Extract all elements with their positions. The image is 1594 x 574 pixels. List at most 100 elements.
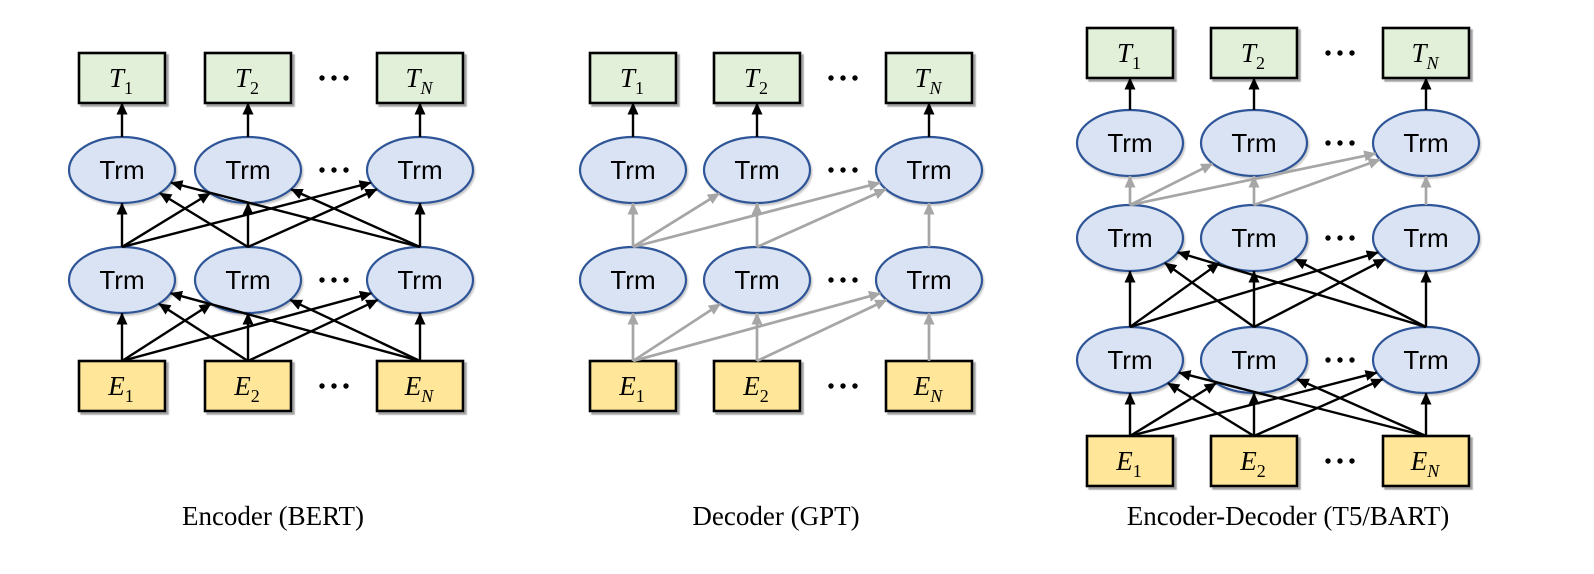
full-arrow <box>121 302 212 363</box>
full-arrow <box>1178 370 1427 438</box>
decoder-gpt-caption: Decoder (GPT) <box>692 501 859 531</box>
output-box-label: TN <box>1411 38 1439 73</box>
encoder-decoder-t5-bart-links-1 <box>1124 250 1432 329</box>
trm-label: Trm <box>1231 128 1276 158</box>
full-arrow <box>1294 258 1427 329</box>
dot <box>319 383 325 389</box>
ellipsis-dots <box>319 383 349 389</box>
causal-arrow <box>632 192 721 249</box>
trm-label: Trm <box>1403 345 1448 375</box>
dot <box>840 383 846 389</box>
input-box <box>77 359 167 413</box>
trm-label: Trm <box>225 265 270 295</box>
encoder-decoder-t5-bart-links-0 <box>1124 370 1432 438</box>
encoder-decoder-t5-bart-level-3: Trm Trm Trm <box>1075 108 1481 178</box>
dot <box>852 277 858 283</box>
output-box-label: T1 <box>1117 38 1141 73</box>
input-box-label: E2 <box>742 371 769 406</box>
ellipsis-dots <box>828 75 858 81</box>
dot <box>852 75 858 81</box>
dot <box>343 75 349 81</box>
trm-label: Trm <box>1403 223 1448 253</box>
ellipsis-dots <box>319 167 349 173</box>
input-box-label: EN <box>404 371 435 406</box>
dot <box>840 75 846 81</box>
output-box <box>588 51 678 105</box>
input-box <box>1381 434 1471 488</box>
ellipsis-dots <box>828 167 858 173</box>
input-box-label: E1 <box>107 371 134 406</box>
dot <box>331 277 337 283</box>
full-arrow <box>121 192 211 249</box>
decoder-gpt-links-1 <box>627 180 935 249</box>
full-arrow <box>247 298 379 363</box>
trm-label: Trm <box>1231 345 1276 375</box>
trm-label: Trm <box>225 155 270 185</box>
trm-label: Trm <box>397 265 442 295</box>
trm-label: Trm <box>610 155 655 185</box>
output-box-label: TN <box>914 63 942 98</box>
encoder-bert-caption: Encoder (BERT) <box>182 501 364 531</box>
trm-label: Trm <box>1107 128 1152 158</box>
dot <box>1349 458 1355 464</box>
dot <box>1325 140 1331 146</box>
causal-arrow <box>632 302 722 363</box>
input-box-label: EN <box>1410 446 1441 481</box>
full-arrow <box>159 192 249 249</box>
trm-label: Trm <box>1107 345 1152 375</box>
output-box <box>375 51 465 105</box>
dot <box>1349 50 1355 56</box>
full-arrow <box>1296 378 1427 438</box>
input-box <box>1085 434 1175 488</box>
dot <box>852 167 858 173</box>
dot <box>331 383 337 389</box>
trm-label: Trm <box>610 265 655 295</box>
dot <box>828 277 834 283</box>
output-box <box>77 51 167 105</box>
dot <box>828 383 834 389</box>
encoder-decoder-t5-bart-level-1: Trm Trm Trm <box>1075 325 1481 395</box>
dot <box>319 277 325 283</box>
dot <box>343 383 349 389</box>
trm-label: Trm <box>1403 128 1448 158</box>
trm-label: Trm <box>906 155 951 185</box>
dot <box>1325 458 1331 464</box>
dot <box>319 75 325 81</box>
output-box <box>884 51 974 105</box>
dot <box>1337 140 1343 146</box>
output-box-label: T2 <box>744 63 768 98</box>
full-arrow <box>121 290 372 363</box>
dot <box>343 277 349 283</box>
ellipsis-dots <box>1325 235 1355 241</box>
encoder-bert-links-0 <box>116 290 426 363</box>
dot <box>319 167 325 173</box>
dot <box>1337 357 1343 363</box>
full-arrow <box>1129 261 1220 328</box>
output-box-label: T2 <box>235 63 259 98</box>
output-box-label: T1 <box>620 63 644 98</box>
input-box-label: E1 <box>618 371 645 406</box>
causal-arrow <box>1253 158 1381 207</box>
full-arrow <box>1167 382 1255 438</box>
ellipsis-dots <box>319 277 349 283</box>
decoder-gpt-level-0: E1 E2 EN <box>588 359 974 413</box>
dot <box>828 75 834 81</box>
dot <box>1325 357 1331 363</box>
causal-arrow <box>756 298 888 363</box>
decoder-gpt-links-2 <box>627 102 935 137</box>
decoder-gpt-links-0 <box>627 291 935 363</box>
encoder-decoder-t5-bart-links-2 <box>1124 150 1432 207</box>
full-arrow <box>1129 382 1217 438</box>
dot <box>852 383 858 389</box>
causal-arrow <box>756 188 887 249</box>
input-box-label: EN <box>913 371 944 406</box>
dot <box>1349 357 1355 363</box>
